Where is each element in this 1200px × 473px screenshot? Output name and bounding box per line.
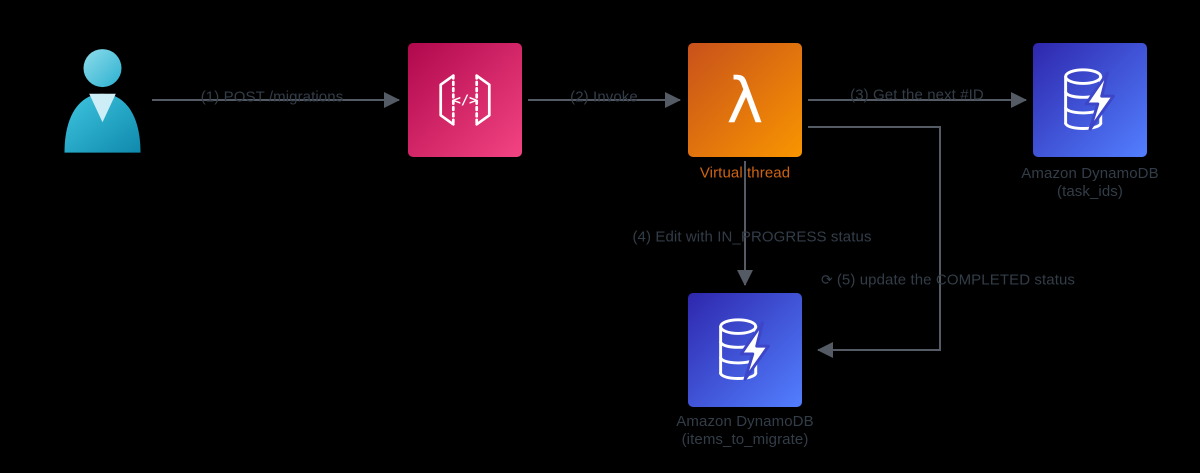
dynamodb-items-node [688,293,802,407]
dynamodb-items-sublabel: (items_to_migrate) [681,431,809,448]
api-gateway-node: </> [408,43,522,157]
edge-label-completed-text: (5) update the COMPLETED status [836,271,1076,289]
api-gateway-icon: </> [408,43,522,157]
loop-icon: ⟳ [820,271,833,288]
dynamodb-icon [1033,43,1147,157]
dynamodb-ids-node [1033,43,1147,157]
svg-text:</>: </> [453,93,477,109]
edge-label-get-next-id: (3) Get the next #ID [850,86,984,104]
edge-label-in-progress: (4) Edit with IN_PROGRESS status [632,228,872,246]
lambda-sublabel: Virtual thread [699,164,791,182]
edge-label-invoke: (2) Invoke [570,88,638,106]
lambda-icon: λ [688,43,802,157]
dynamodb-icon [688,293,802,407]
user-person-icon [64,49,141,153]
dynamodb-ids-sublabel: (task_ids) [1056,183,1124,200]
svg-text:λ: λ [727,64,764,137]
edge-label-post-migrations: (1) POST /migrations [200,88,344,106]
arrow-return-to-items-table [808,126,941,358]
edge-label-completed: ⟳(5) update the COMPLETED status [821,272,1075,289]
user-node [55,42,150,155]
lambda-node: λ [688,43,802,157]
dynamodb-ids-label: Amazon DynamoDB [1021,165,1159,182]
dynamodb-items-label: Amazon DynamoDB [676,413,814,430]
